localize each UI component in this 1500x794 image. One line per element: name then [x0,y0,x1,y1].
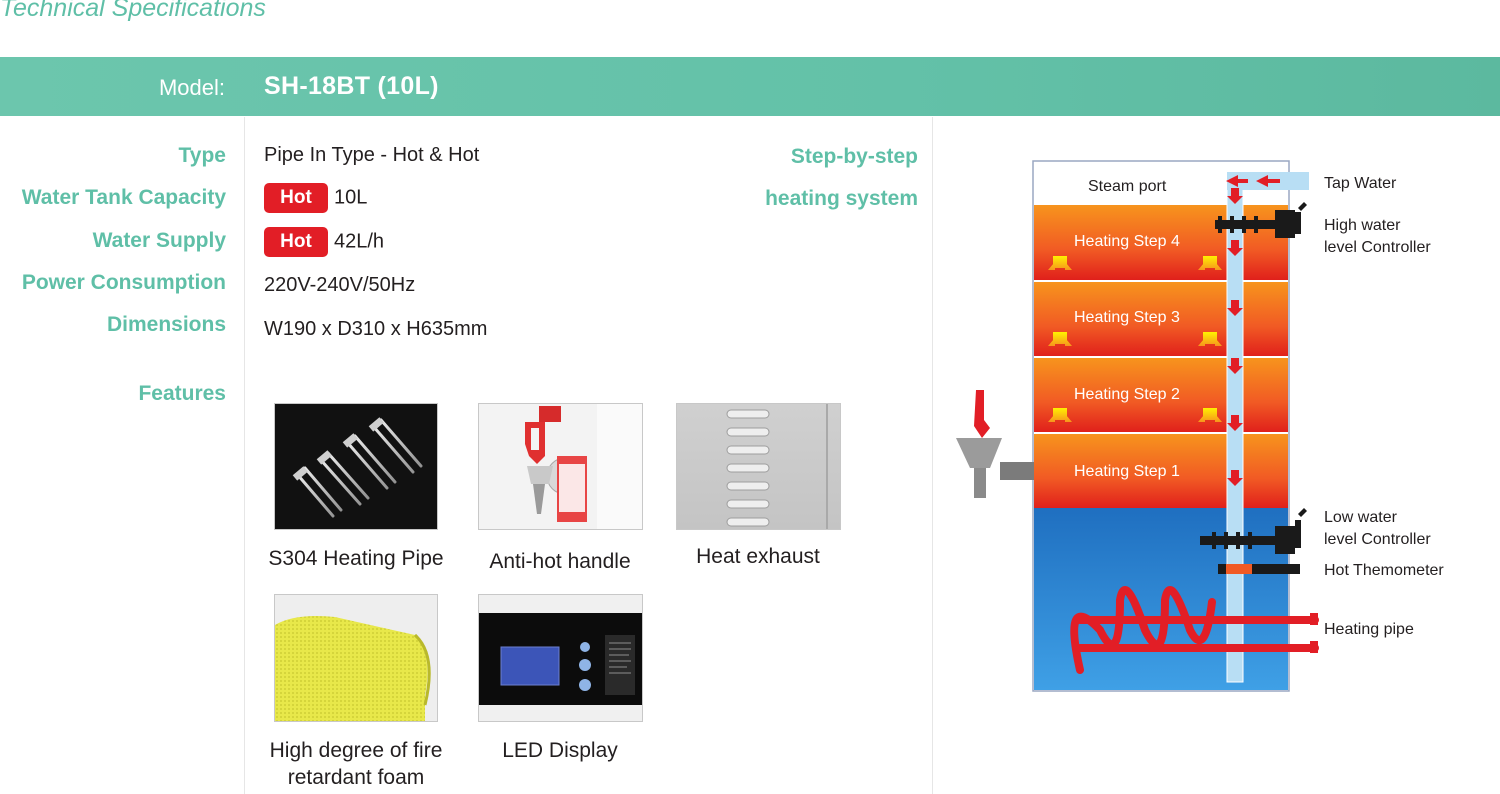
feature-caption-foam: High degree of fire retardant foam [246,737,466,791]
spec-value-dimensions: W190 x D310 x H635mm [264,318,488,340]
column-divider-left [244,117,245,794]
heating-system-title-line2: heating system [765,187,918,210]
low-controller-line1: Low water [1324,509,1397,526]
spec-label-power: Power Consumption [21,271,226,294]
feature-caption-heat-exhaust: Heat exhaust [696,545,820,568]
spec-label-supply: Water Supply [92,229,226,252]
anti-hot-handle-image [478,403,643,530]
model-value: SH-18BT (10L) [264,72,439,100]
supply-value: 42L/h [334,230,385,253]
heating-step-4-label: Heating Step 4 [1074,233,1180,250]
feature-caption-anti-hot-handle: Anti-hot handle [489,550,631,573]
heating-step-3-label: Heating Step 3 [1074,309,1180,326]
feature-caption-led-display: LED Display [502,739,618,762]
foam-caption-line2: retardant foam [287,766,425,789]
high-controller-line1: High water [1324,217,1401,234]
heating-pipe-image [274,403,438,530]
heating-step-2-label: Heating Step 2 [1074,386,1180,403]
spec-label-features: Features [138,382,226,405]
high-controller-label: High water level Controller [1324,215,1431,259]
spec-value-capacity: Hot 10L [264,183,367,213]
thermometer-label: Hot Themometer [1324,562,1444,579]
led-display-image [478,594,643,722]
spec-value-power: 220V-240V/50Hz [264,274,416,296]
heating-system-title-line1: Step-by-step [790,145,918,168]
steam-port-label: Steam port [1088,178,1167,195]
high-controller-line2: level Controller [1324,239,1431,256]
hot-badge: Hot [264,227,328,257]
model-bar [0,57,1500,116]
spec-value-type: Pipe In Type - Hot & Hot [264,144,480,166]
foam-image [274,594,438,722]
page-title: Technical Specifications [0,0,266,22]
heat-exhaust-image [676,403,841,530]
hot-badge: Hot [264,183,328,213]
spec-label-capacity: Water Tank Capacity [21,186,226,209]
heating-step-1-label: Heating Step 1 [1074,463,1180,480]
capacity-value: 10L [334,186,368,209]
low-controller-line2: level Controller [1324,531,1431,548]
spec-label-type: Type [178,144,226,167]
feature-caption-heating-pipe: S304 Heating Pipe [268,547,444,570]
heating-pipe-label: Heating pipe [1324,621,1414,638]
spec-label-dimensions: Dimensions [106,313,226,336]
heating-diagram-svg [956,160,1319,692]
column-divider-right [932,117,933,794]
tap-water-label: Tap Water [1324,175,1397,192]
spec-value-supply: Hot 42L/h [264,227,384,257]
heating-system-diagram: Steam port Heating Step 4 Heating Step 3… [950,150,1490,710]
foam-caption-line1: High degree of fire [269,739,443,762]
model-label: Model: [158,75,225,100]
low-controller-label: Low water level Controller [1324,507,1431,551]
